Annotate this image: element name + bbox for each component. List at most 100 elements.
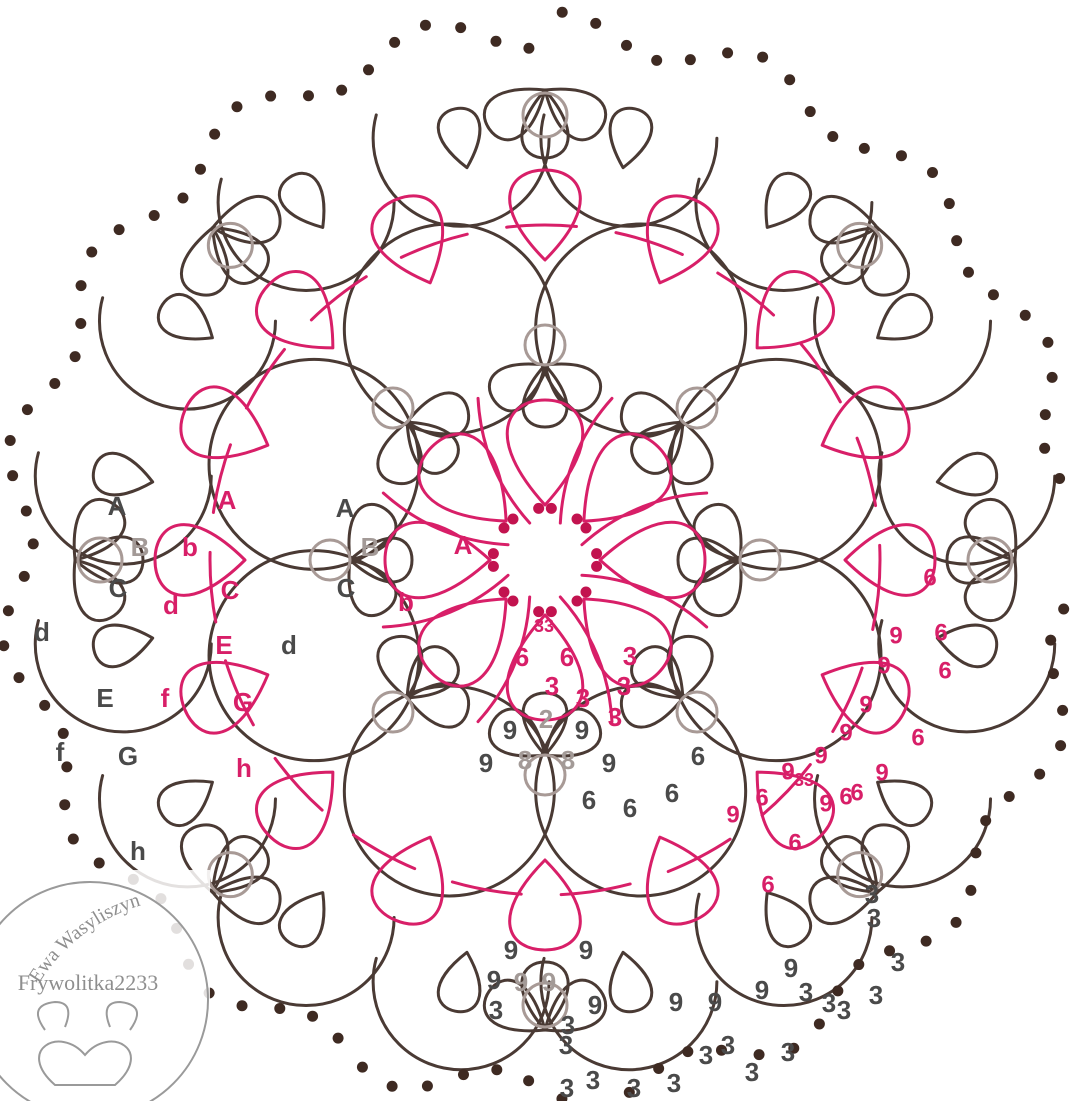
edge-picot-dot [195,164,206,175]
label-left-pink: b [182,532,198,562]
outer-brown-ring [937,453,996,495]
label-right-pink: 9 [726,802,739,829]
edge-picot-dot [265,91,276,102]
edge-picot-dot [336,85,347,96]
label-middle-pink: A [454,530,473,560]
edge-picot-dot [39,700,50,711]
edge-picot-dot [94,857,105,868]
label-center-brown: 9 [602,748,616,778]
label-center-pink: 3 [608,702,622,732]
outer-brown-ring [878,781,932,826]
edge-picot-dot [651,55,662,66]
label-bottom-brown: 3 [837,995,851,1025]
label-bottom-brown: 3 [627,1073,641,1101]
edge-picot-dot [114,224,125,235]
label-left-pink: A [218,485,237,515]
label-bottom-brown: 3 [869,980,883,1010]
inner-pink-ring [419,599,506,686]
edge-picot-dot [21,505,32,516]
edge-picot-dot [523,43,534,54]
label-middle-brown: d [281,630,297,660]
outer-brown-ring [878,294,932,339]
label-middle-pink: b [398,587,414,617]
edge-picot-dot [28,538,39,549]
edge-picot-dot [1040,409,1051,420]
edge-picot-dot [7,470,18,481]
label-left-brown: A [108,491,127,521]
edge-picot-dot [303,90,314,101]
label-left-brown: G [118,741,138,771]
middle-brown-clover-ring [694,560,741,616]
edge-picot-dot [333,1033,344,1044]
edge-picot-dot [722,47,733,58]
edge-picot-dot [1055,740,1066,751]
edge-picot-dot [422,1081,433,1092]
label-middle-brown: A [336,493,355,523]
edge-picot-dot [944,198,955,209]
center-picot-dot [580,522,591,533]
edge-picot-dot [59,799,70,810]
label-right-pink: 33 [794,770,814,790]
inner-pink-ring [584,434,671,521]
outer-brown-clover-ring [822,228,878,284]
label-bottom-brown: 9 [669,987,683,1017]
label-right-pink: 9 [877,653,890,680]
label-right-pink: 9 [889,623,902,650]
edge-picot-dot [363,64,374,75]
label-center-pink: 3 [545,671,559,701]
label-right-pink: 6 [850,780,863,807]
label-bottom-brown: 3 [721,1030,735,1060]
edge-picot-dot [685,54,696,65]
edge-picot-dot [1054,473,1065,484]
label-left-pink: f [161,683,170,713]
outer-pink-ring [510,860,581,950]
label-right-pink: 9 [781,759,794,786]
edge-picot-dot [68,833,79,844]
label-center-brown: 6 [691,741,705,771]
center-picot-dot [488,548,499,559]
edge-picot-dot [420,20,431,31]
edge-picot-dot [1048,668,1059,679]
label-center-brown: 6 [582,785,596,815]
outer-brown-ring [93,453,152,495]
outer-brown-clover-ring [213,837,269,893]
label-center-pink: 3 [617,671,631,701]
edge-picot-dot [988,289,999,300]
label-left-brown: h [130,836,146,866]
edge-picot-dot [557,7,568,18]
edge-picot-dot [927,167,938,178]
edge-picot-dot [86,246,97,257]
edge-picot-dot [1004,791,1015,802]
label-right-pink: 9 [819,791,832,818]
outer-brown-ring [158,294,212,339]
label-bottom-brown: 3 [822,988,836,1018]
label-center-pink: 6 [515,642,529,672]
label-center-brown: 9 [479,748,493,778]
edge-picot-dot [1058,604,1069,615]
center-picot-dot [499,522,510,533]
outer-brown-ring [610,108,652,167]
label-left-pink: G [233,687,253,717]
edge-picot-dot [970,847,981,858]
label-right-pink: 6 [923,565,936,592]
outer-brown-ring [158,781,212,826]
edge-picot-dot [859,143,870,154]
label-bottom-brown: 9 [487,965,501,995]
edge-picot-dot [389,37,400,48]
label-bottom-brown: 3 [799,977,813,1007]
label-right-pink: 6 [938,658,951,685]
label-bottom-brown: 9 [504,935,518,965]
edge-picot-dot [490,36,501,47]
label-bottom-brown: 9 [588,990,602,1020]
label-left-brown: f [56,737,65,767]
middle-brown-clover-ring [694,504,741,560]
label-right-pink: 6 [761,872,774,899]
label-right-pink: 9 [859,692,872,719]
center-picot-dot [488,561,499,572]
label-bottom-brown: 3 [745,1057,759,1087]
edge-picot-dot [13,672,24,683]
edge-picot-dot [523,1075,534,1086]
edge-picot-dot [455,22,466,33]
